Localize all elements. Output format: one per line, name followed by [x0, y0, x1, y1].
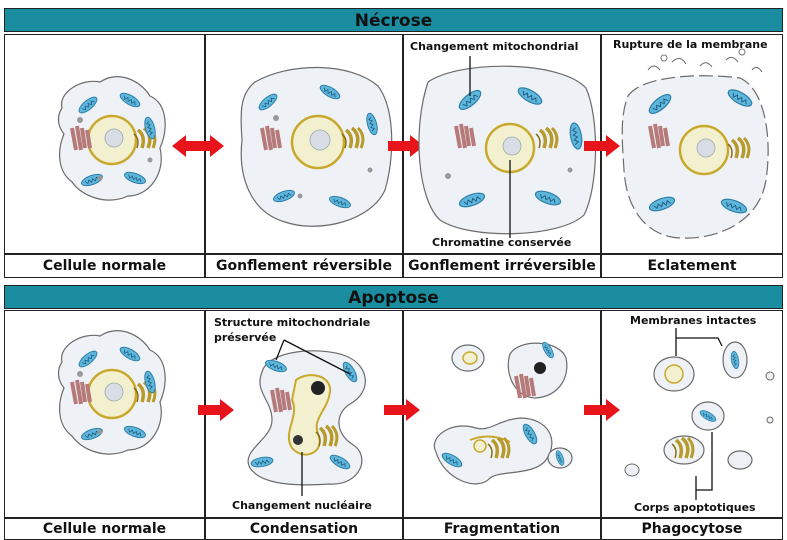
- label-preservee: préservée: [214, 331, 276, 344]
- normal-cell-necrose: [59, 77, 166, 200]
- arrow-right: [384, 399, 420, 421]
- arrow-right: [198, 399, 234, 421]
- label-structure-mitochondriale: Structure mitochondriale: [214, 316, 370, 329]
- burst-cell: [622, 49, 768, 238]
- label-changement-mitochondrial: Changement mitochondrial: [410, 40, 578, 53]
- apoptotic-bodies: [625, 328, 774, 500]
- label-rupture-membrane: Rupture de la membrane: [613, 38, 768, 51]
- swollen-cell-irreversible: [419, 56, 596, 238]
- label-changement-nucleaire: Changement nucléaire: [232, 499, 372, 512]
- label-membranes-intactes: Membranes intactes: [630, 314, 756, 327]
- arrow-right: [584, 399, 620, 421]
- fragmenting-cell: [434, 341, 572, 484]
- label-corps-apoptotiques: Corps apoptotiques: [634, 501, 756, 514]
- swollen-cell-reversible: [241, 67, 392, 226]
- normal-cell-apoptose: [59, 331, 166, 454]
- condensing-cell: [248, 340, 365, 496]
- double-arrow: [172, 135, 224, 157]
- label-chromatine-conservee: Chromatine conservée: [432, 236, 571, 249]
